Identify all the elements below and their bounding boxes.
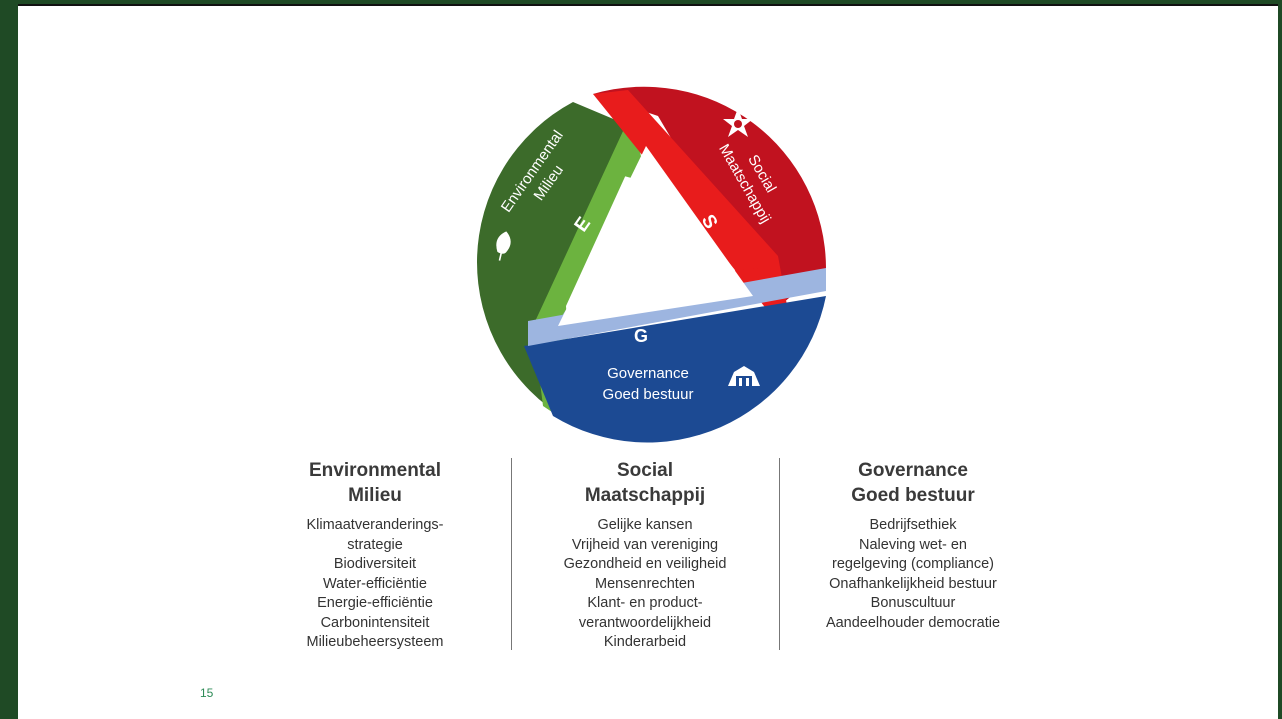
environmental-column: Environmental Milieu Klimaatveranderings… [255,458,495,653]
social-column-subtitle: Maatschappij [584,485,706,506]
list-item: Gelijke kansen [597,517,693,533]
list-item: Klimaatveranderings- [306,517,444,533]
esg-cycle-diagram: Environmental Milieu E Social Maatschapp… [477,86,826,443]
list-item: Mensenrechten [595,575,695,592]
list-item: Gezondheid en veiligheid [563,556,727,572]
environmental-list: Klimaatveranderings- strategie Biodivers… [255,516,495,653]
leaf-icon [496,231,511,261]
list-item: Klant- en product- [587,595,703,611]
slide: Environmental Milieu E Social Maatschapp… [18,4,1278,719]
list-item: Vrijheid van vereniging [571,536,719,553]
center-triangle [558,146,753,326]
column-divider [779,458,780,650]
governance-column: Governance Goed bestuur Bedrijfsethiek N… [793,458,1033,633]
governance-list: Bedrijfsethiek Naleving wet- en regelgev… [793,516,1033,633]
social-list: Gelijke kansen Vrijheid van vereniging G… [525,516,765,653]
list-item: Aandeelhouder democratie [825,614,1001,631]
environmental-column-subtitle: Milieu [348,485,402,506]
governance-title-label: Governance [607,365,689,382]
list-item: verantwoordelijkheid [578,614,712,631]
governance-letter: G [634,326,648,346]
list-item: Kinderarbeid [603,634,687,650]
environmental-column-title: Environmental [309,460,441,481]
list-item: Water-efficiëntie [323,575,427,592]
list-item: Biodiversiteit [333,556,417,572]
governance-segment [524,296,826,443]
social-column: Social Maatschappij Gelijke kansen Vrijh… [525,458,765,653]
list-item: strategie [347,536,403,553]
column-divider [511,458,512,650]
people-circle-icon [723,108,753,137]
environmental-segment [477,102,630,420]
list-item: Bonuscultuur [870,595,956,611]
list-item: Naleving wet- en [859,536,967,553]
list-item: Onafhankelijkheid bestuur [829,575,997,592]
list-item: Milieubeheersysteem [306,634,444,650]
social-column-title: Social [617,460,673,481]
list-item: Carbonintensiteit [320,614,430,631]
building-icon [728,366,760,386]
list-item: Bedrijfsethiek [869,517,957,533]
page-number: 15 [200,686,214,700]
governance-subtitle-label: Goed bestuur [603,386,694,403]
list-item: regelgeving (compliance) [832,556,994,572]
governance-column-title: Governance [858,460,968,481]
social-band [593,90,788,311]
governance-column-subtitle: Goed bestuur [851,485,975,506]
list-item: Energie-efficiëntie [317,595,433,611]
